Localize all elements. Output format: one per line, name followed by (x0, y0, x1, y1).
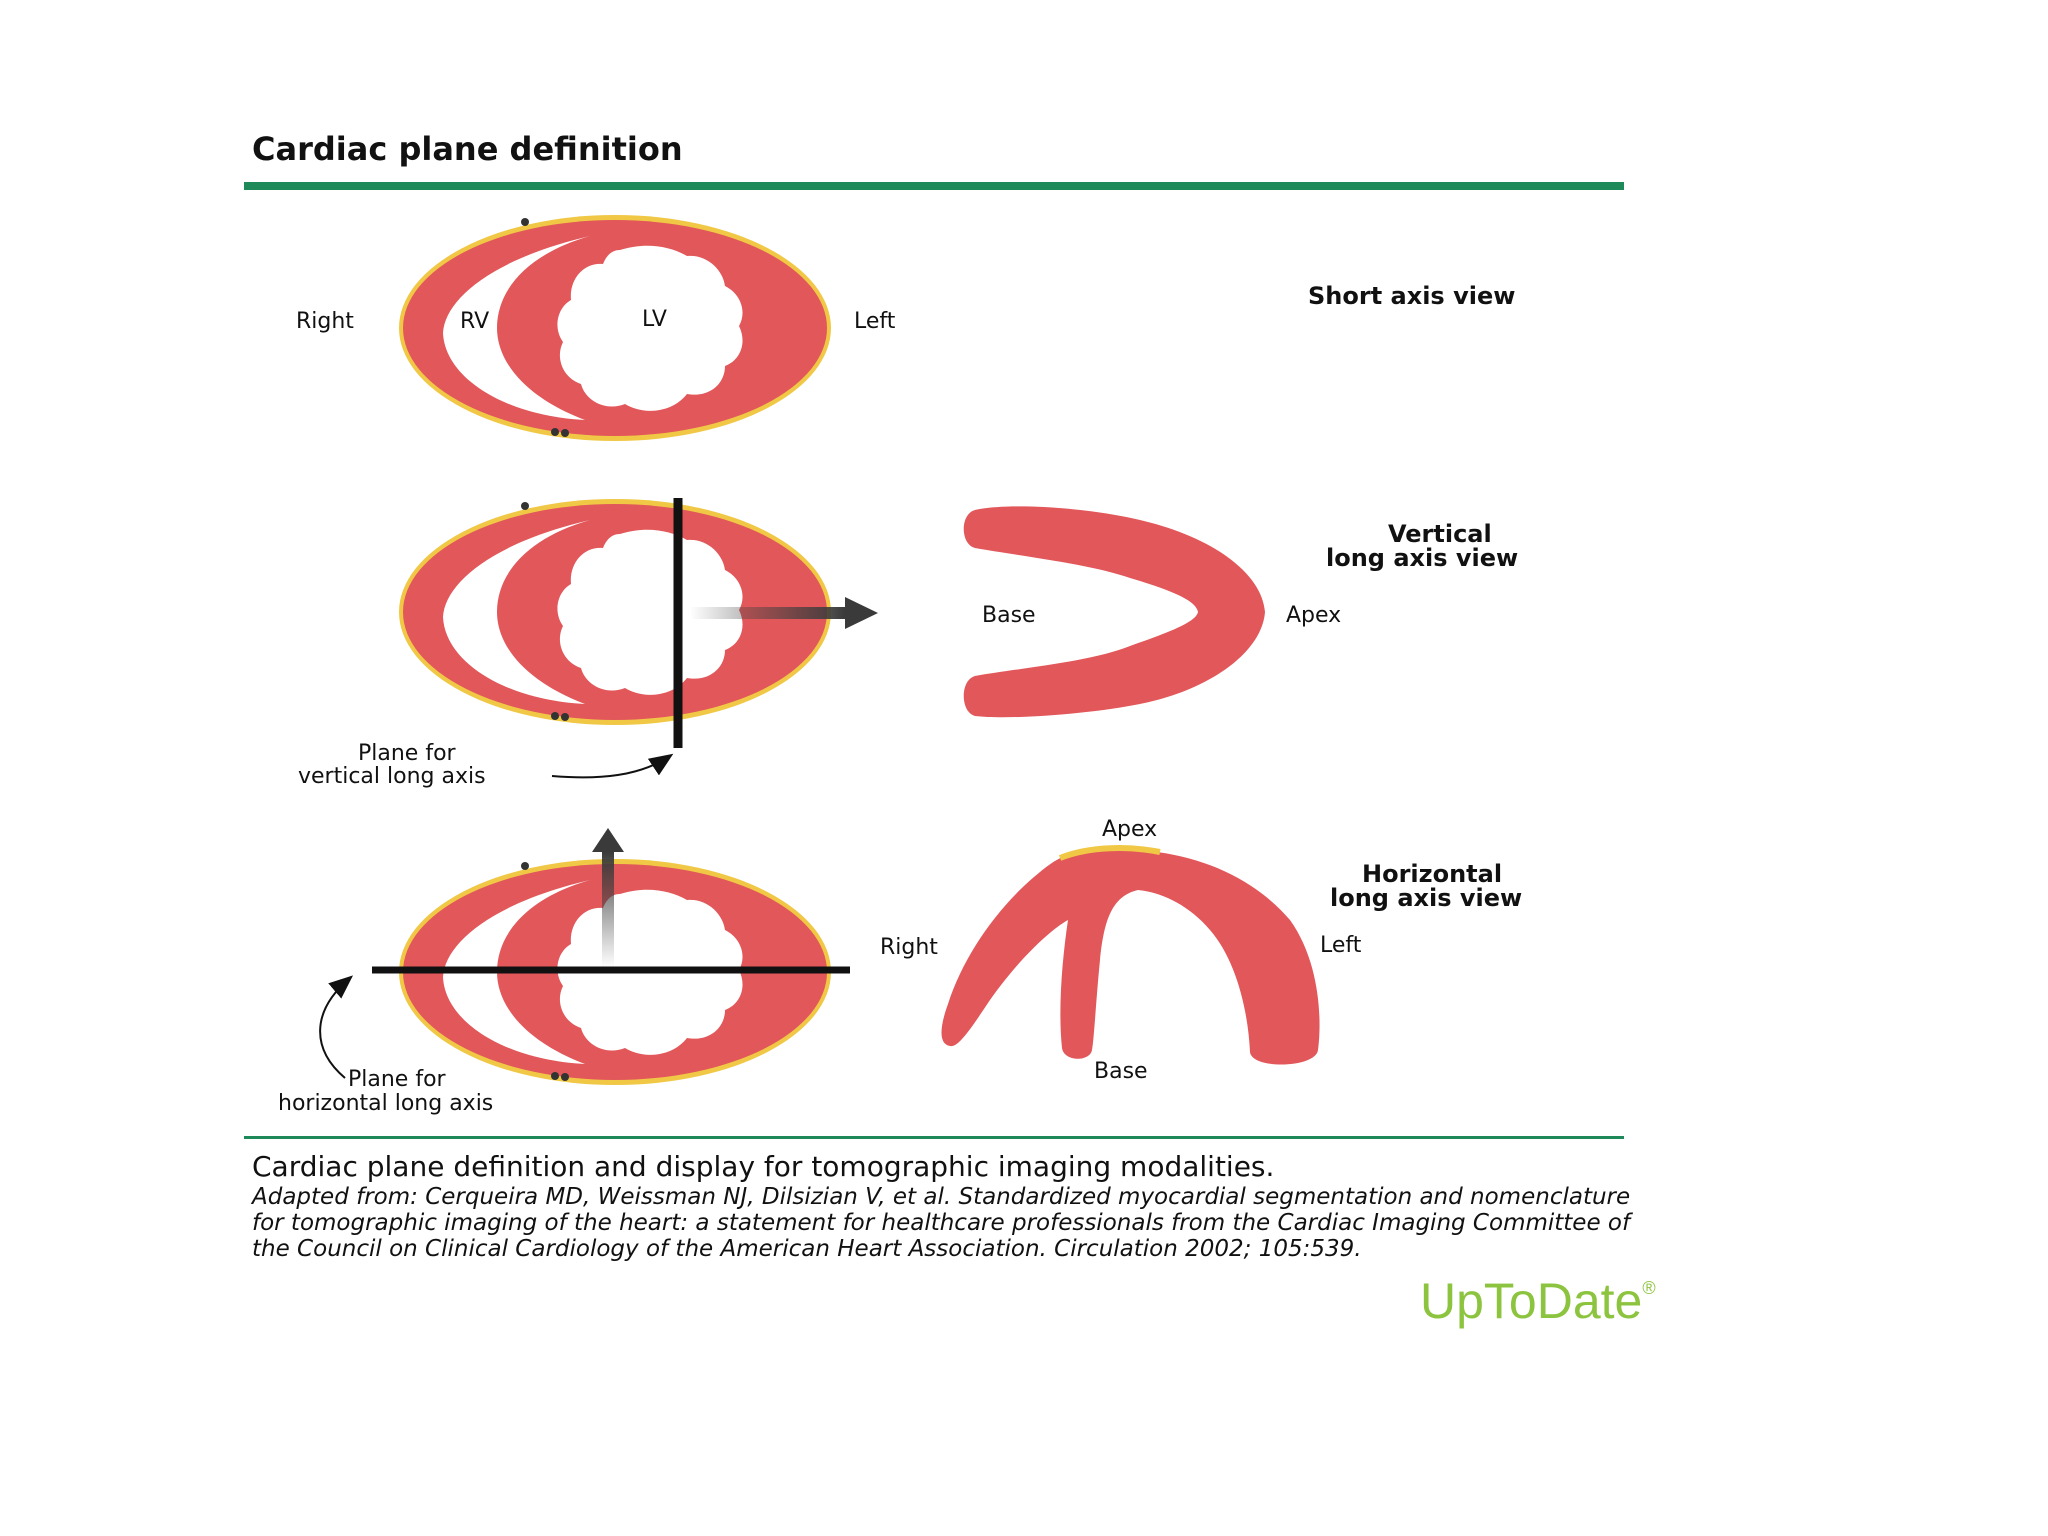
horizontal-apex-fat-icon (1058, 845, 1161, 861)
horizontal-long-axis-heart-icon (941, 849, 1320, 1065)
horizontal-view-label-line1: Horizontal (1362, 860, 1502, 888)
vertical-arrow-shaft (690, 607, 845, 619)
horizontal-plane-pointer-icon (319, 975, 354, 1079)
page-title: Cardiac plane definition (252, 130, 683, 168)
short-axis-view-label: Short axis view (1308, 282, 1515, 310)
vertical-apex-label: Apex (1286, 603, 1341, 628)
vertical-view-label-line1: Vertical (1388, 520, 1492, 548)
horizontal-arrow-head-icon (592, 828, 624, 852)
caption-divider (244, 1136, 1624, 1139)
horizontal-apex-label: Apex (1102, 817, 1157, 842)
uptodate-logo: UpToDate® (1420, 1272, 1656, 1330)
horizontal-plane-label-line1: Plane for (348, 1067, 447, 1092)
vertical-plane-pointer-icon (551, 753, 674, 779)
caption-source: Adapted from: Cerqueira MD, Weissman NJ,… (252, 1184, 1631, 1262)
vertical-view-label-line2: long axis view (1326, 544, 1518, 572)
figure-caption: Cardiac plane definition and display for… (252, 1150, 1642, 1262)
short-axis-left-label: Left (854, 309, 896, 334)
vertical-base-label: Base (982, 603, 1036, 628)
vertical-plane-label-line2: vertical long axis (298, 764, 486, 789)
title-divider (244, 182, 1624, 190)
horizontal-view-label-line2: long axis view (1330, 884, 1522, 912)
logo-text: UpToDate (1420, 1273, 1643, 1329)
logo-registered-mark: ® (1642, 1278, 1656, 1298)
vertical-long-axis-heart-icon (963, 506, 1265, 718)
vertical-arrow-head-icon (845, 597, 878, 629)
horizontal-plane-label-line2: horizontal long axis (278, 1091, 493, 1116)
horizontal-right-label: Right (880, 935, 938, 960)
horizontal-base-label: Base (1094, 1059, 1148, 1084)
horizontal-arrow-shaft (602, 852, 614, 967)
horizontal-left-label: Left (1320, 933, 1362, 958)
vertical-plane-label-line1: Plane for (358, 741, 457, 766)
caption-main: Cardiac plane definition and display for… (252, 1150, 1275, 1183)
short-axis-rv-label: RV (460, 309, 489, 334)
short-axis-right-label: Right (296, 309, 354, 334)
short-axis-lv-label: LV (642, 307, 667, 332)
